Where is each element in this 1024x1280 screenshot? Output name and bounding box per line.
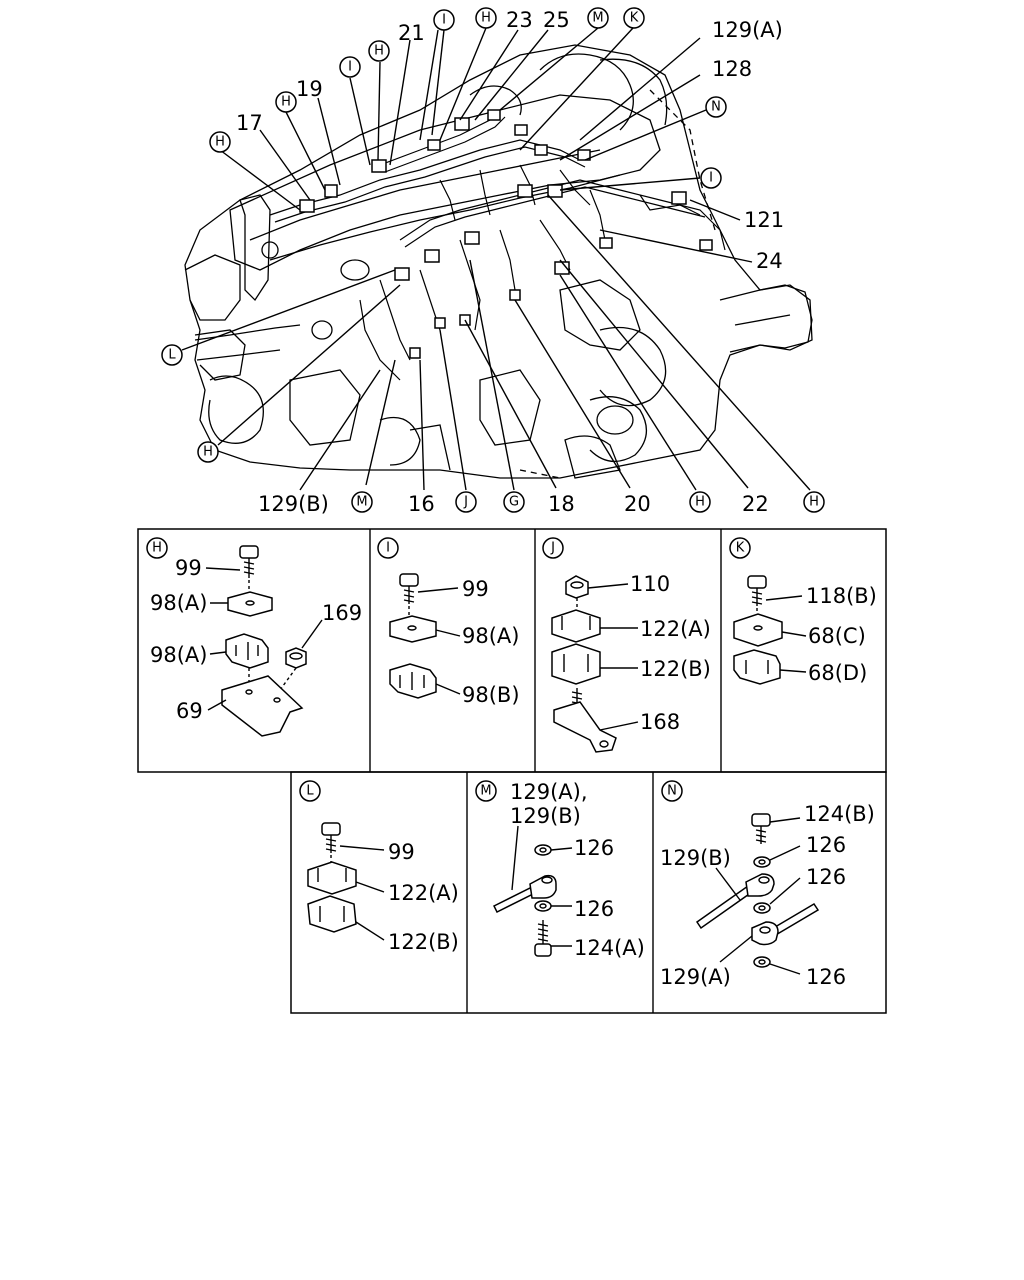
label-23: 23 xyxy=(506,8,533,32)
svg-text:M: M xyxy=(480,784,491,799)
callout-h-top: H xyxy=(475,7,497,29)
m-126-2: 126 xyxy=(574,897,614,921)
svg-text:L: L xyxy=(306,784,314,799)
panel-frames xyxy=(137,528,887,1014)
svg-text:G: G xyxy=(509,495,519,510)
n-129b: 129(B) xyxy=(660,846,731,870)
callout-i-right: I xyxy=(700,167,722,189)
svg-text:H: H xyxy=(203,445,213,460)
svg-text:I: I xyxy=(442,13,446,28)
h-169: 169 xyxy=(322,601,362,625)
svg-text:H: H xyxy=(481,11,491,26)
k-68c: 68(C) xyxy=(808,624,866,648)
label-121: 121 xyxy=(744,208,784,232)
panel-h: H 99 98(A) 98(A) 169 69 xyxy=(146,537,362,737)
m-126-1: 126 xyxy=(574,836,614,860)
callout-n-right: N xyxy=(705,96,727,118)
label-24: 24 xyxy=(756,249,783,273)
panel-m: M 129(A), 129(B) 126 126 124(A) xyxy=(475,780,645,960)
svg-text:K: K xyxy=(736,541,745,556)
l-99: 99 xyxy=(388,840,415,864)
svg-text:H: H xyxy=(695,495,705,510)
n-126-1: 126 xyxy=(806,833,846,857)
svg-text:I: I xyxy=(709,171,713,186)
h-98a-2: 98(A) xyxy=(150,643,207,667)
callout-m-top: M xyxy=(587,7,609,29)
leader-lines xyxy=(181,27,811,491)
j-122b: 122(B) xyxy=(640,657,711,681)
svg-text:N: N xyxy=(667,784,677,799)
m-129b: 129(B) xyxy=(510,804,581,828)
callout-m-bottom: M xyxy=(351,491,373,513)
svg-text:H: H xyxy=(215,135,225,150)
j-122a: 122(A) xyxy=(640,617,711,641)
m-124a: 124(A) xyxy=(574,936,645,960)
panel-n: N 124(B) 126 129(B) 126 129(A) 126 xyxy=(660,780,875,989)
label-129b-bottom: 129(B) xyxy=(258,492,329,516)
label-128: 128 xyxy=(712,57,752,81)
j-168: 168 xyxy=(640,710,680,734)
h-69: 69 xyxy=(176,699,203,723)
l-122b: 122(B) xyxy=(388,930,459,954)
callout-i-top: I xyxy=(433,9,455,31)
svg-text:L: L xyxy=(168,348,176,363)
callout-h-left-2: H xyxy=(209,131,231,153)
panel-k: K 118(B) 68(C) 68(D) xyxy=(729,537,877,685)
svg-text:J: J xyxy=(463,495,468,510)
i-98b: 98(B) xyxy=(462,683,520,707)
k-68d: 68(D) xyxy=(808,661,867,685)
circle-callouts: I H M K H I H H N I L H M J G H H xyxy=(161,7,825,513)
svg-text:J: J xyxy=(550,541,555,556)
label-22: 22 xyxy=(742,492,769,516)
callout-h-upper-left: H xyxy=(368,40,390,62)
n-126-3: 126 xyxy=(806,965,846,989)
callout-l-left: L xyxy=(161,344,183,366)
k-118b: 118(B) xyxy=(806,584,877,608)
panel-l: L 99 122(A) 122(B) xyxy=(299,780,459,954)
svg-text:K: K xyxy=(630,11,639,26)
label-25: 25 xyxy=(543,8,570,32)
callout-k-top: K xyxy=(623,7,645,29)
svg-text:H: H xyxy=(152,541,162,556)
panel-i: I 99 98(A) 98(B) xyxy=(377,537,520,707)
l-122a: 122(A) xyxy=(388,881,459,905)
callout-h-left-1: H xyxy=(275,91,297,113)
callout-h-bottom-2: H xyxy=(803,491,825,513)
main-labels: 129(A) 128 21 23 25 19 17 121 24 129(B) … xyxy=(236,8,784,516)
i-98a: 98(A) xyxy=(462,624,519,648)
label-16: 16 xyxy=(408,492,435,516)
svg-text:I: I xyxy=(348,60,352,75)
svg-text:M: M xyxy=(592,11,603,26)
svg-text:I: I xyxy=(386,541,390,556)
n-129a: 129(A) xyxy=(660,965,731,989)
label-20: 20 xyxy=(624,492,651,516)
label-18: 18 xyxy=(548,492,575,516)
svg-text:H: H xyxy=(281,95,291,110)
callout-i-upper-left: I xyxy=(339,56,361,78)
svg-text:H: H xyxy=(374,44,384,59)
callout-g-bottom: G xyxy=(503,491,525,513)
n-126-2: 126 xyxy=(806,865,846,889)
m-129a: 129(A), xyxy=(510,780,588,804)
n-124b: 124(B) xyxy=(804,802,875,826)
label-21: 21 xyxy=(398,21,425,45)
label-17: 17 xyxy=(236,111,263,135)
svg-text:N: N xyxy=(711,100,721,115)
svg-text:M: M xyxy=(356,495,367,510)
panel-j: J 110 122(A) 122(B) 168 xyxy=(542,537,711,753)
callout-h-bottom-1: H xyxy=(689,491,711,513)
label-19: 19 xyxy=(296,77,323,101)
label-129a-top: 129(A) xyxy=(712,18,783,42)
callout-j-bottom: J xyxy=(455,491,477,513)
j-110: 110 xyxy=(630,572,670,596)
svg-text:H: H xyxy=(809,495,819,510)
h-98a-1: 98(A) xyxy=(150,591,207,615)
i-99: 99 xyxy=(462,577,489,601)
callout-h-lower-left: H xyxy=(197,441,219,463)
h-99: 99 xyxy=(175,556,202,580)
